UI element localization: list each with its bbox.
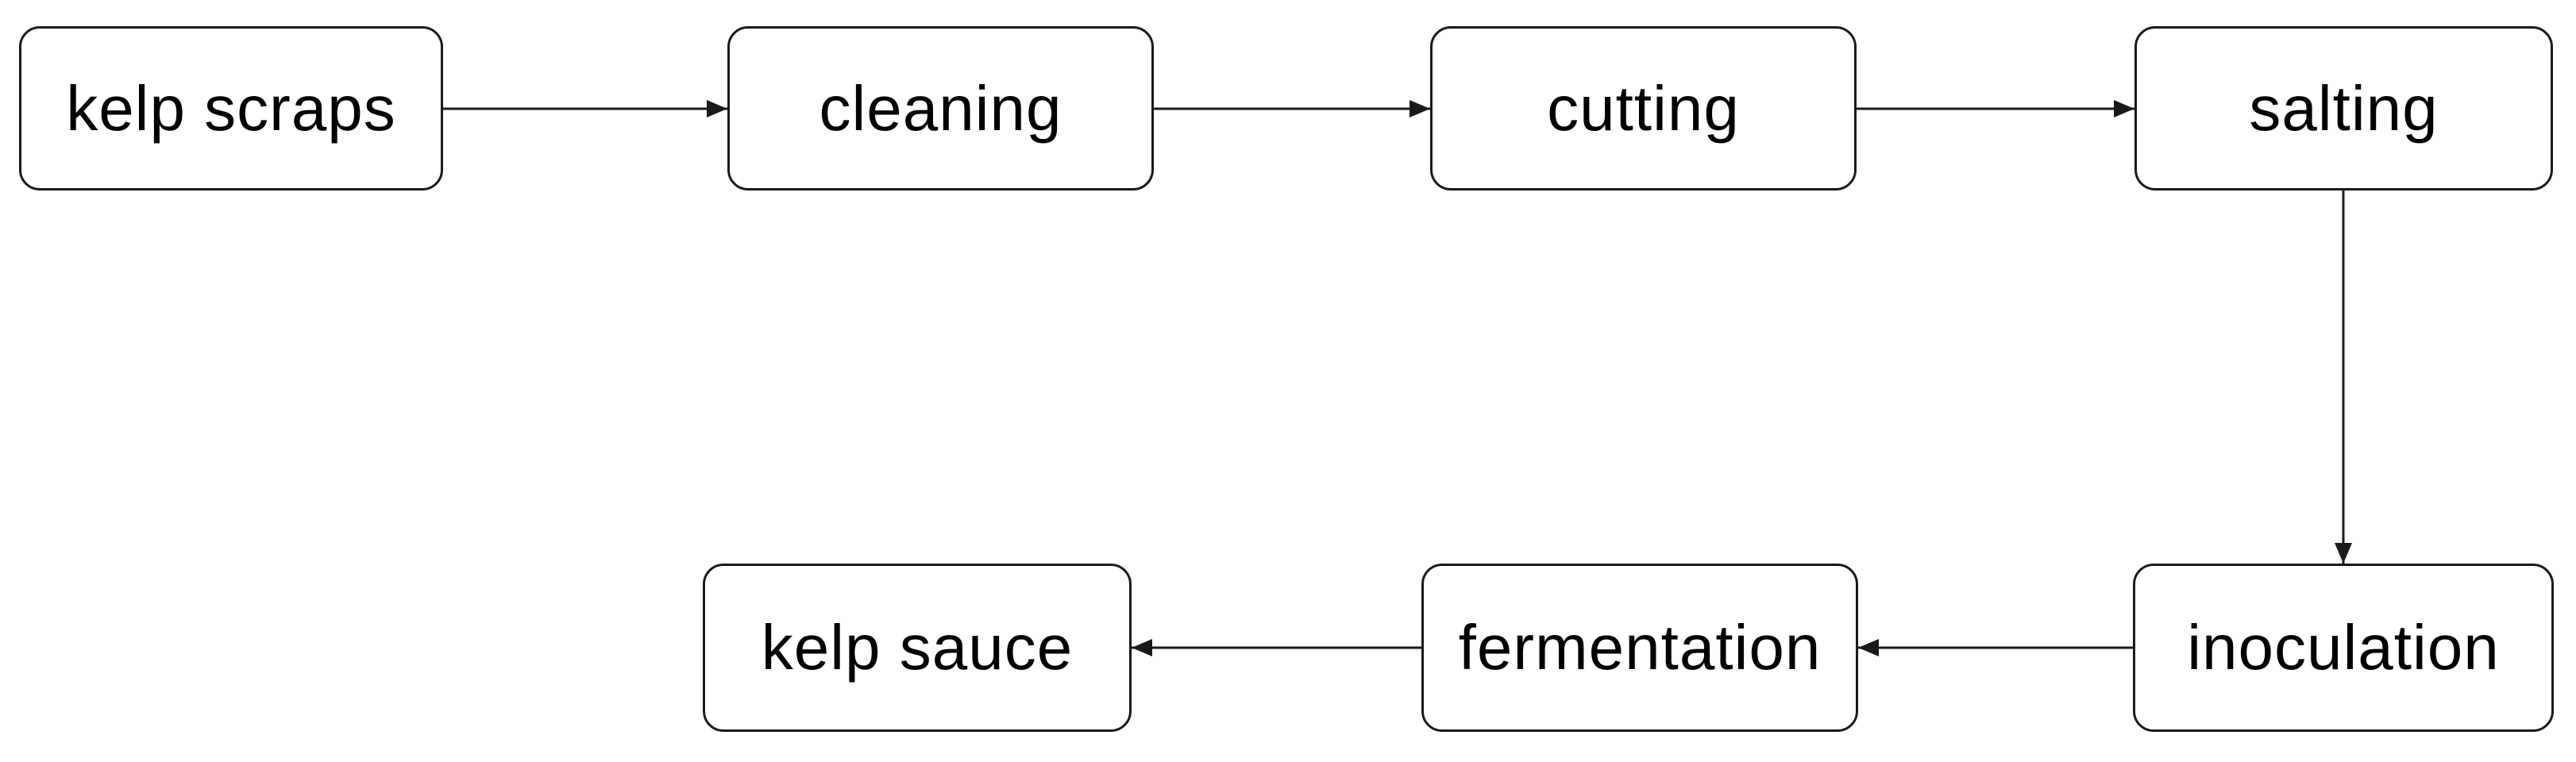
flow-node-label: cleaning bbox=[819, 72, 1062, 144]
flow-node-cutting: cutting bbox=[1430, 26, 1857, 190]
flow-node-kelp-sauce: kelp sauce bbox=[703, 564, 1132, 732]
flow-node-label: kelp scraps bbox=[66, 72, 396, 144]
flow-node-inoculation: inoculation bbox=[2133, 564, 2554, 732]
flow-node-fermentation: fermentation bbox=[1421, 564, 1858, 732]
flow-node-kelp-scraps: kelp scraps bbox=[19, 26, 443, 190]
flow-node-salting: salting bbox=[2134, 26, 2553, 190]
flow-node-label: kelp sauce bbox=[761, 612, 1074, 683]
flow-node-label: salting bbox=[2249, 72, 2439, 144]
flow-node-label: fermentation bbox=[1458, 612, 1822, 683]
flow-node-cleaning: cleaning bbox=[727, 26, 1154, 190]
flow-node-label: inoculation bbox=[2187, 612, 2500, 683]
flow-node-label: cutting bbox=[1547, 72, 1740, 144]
